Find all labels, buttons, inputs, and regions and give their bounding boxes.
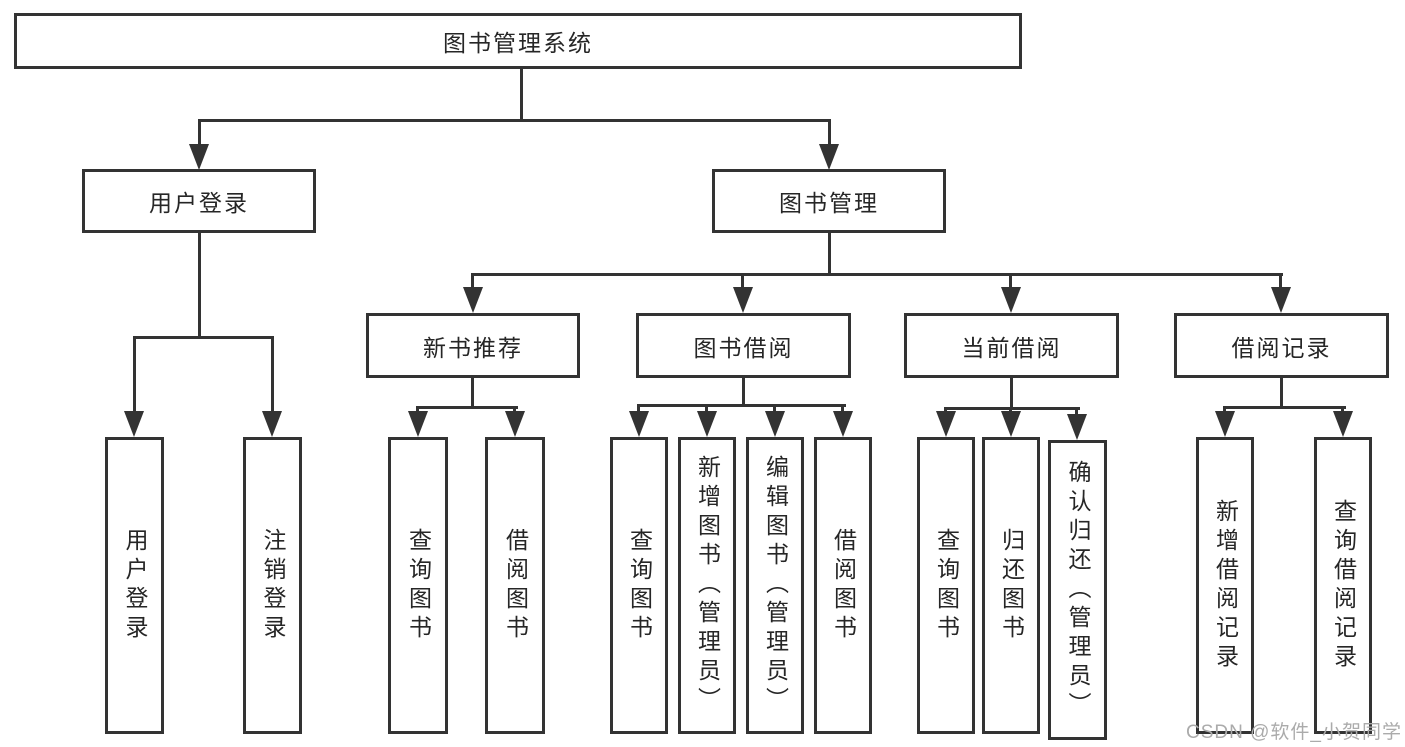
arrowhead-down-icon — [733, 287, 753, 313]
leaf-label: 借阅图书 — [502, 527, 529, 644]
connector-root-stem — [520, 69, 523, 122]
connector-ul-leaf2-stem — [271, 336, 274, 414]
leaf-label: 查询借阅记录 — [1330, 498, 1357, 673]
arrowhead-down-icon — [697, 411, 717, 437]
leaf-logout: 注销登录 — [243, 437, 302, 734]
leaf-br-query-record: 查询借阅记录 — [1314, 437, 1372, 734]
connector-br-down — [1280, 378, 1283, 409]
connector-cb-down — [1010, 378, 1013, 410]
arrowhead-down-icon — [1333, 411, 1353, 437]
leaf-label: 用户登录 — [122, 527, 148, 644]
connector-bb-down — [742, 378, 745, 407]
leaf-bb-query-book: 查询图书 — [610, 437, 668, 734]
node-label: 借阅记录 — [1231, 334, 1332, 361]
leaf-label: 确认归还（管理员） — [1065, 459, 1091, 721]
connector-l3-stem-3 — [1009, 273, 1012, 291]
leaf-label: 注销登录 — [260, 527, 286, 644]
node-user-login: 用户登录 — [82, 169, 316, 233]
leaf-cb-return-book: 归还图书 — [982, 437, 1040, 734]
connector-book-mgmt-stem — [828, 119, 831, 149]
arrowhead-down-icon — [629, 411, 649, 437]
connector-book-mgmt-down — [828, 233, 831, 276]
leaf-label: 查询图书 — [626, 527, 653, 644]
leaf-label: 新增借阅记录 — [1212, 498, 1239, 673]
connector-level3-hline — [471, 273, 1283, 276]
connector-ul-leaf1-stem — [133, 336, 136, 414]
node-label: 图书管理 — [779, 190, 879, 216]
connector-user-login-stem — [198, 119, 201, 149]
arrowhead-down-icon — [262, 411, 282, 437]
arrowhead-down-icon — [505, 411, 525, 437]
connector-bb-leaf3-stem — [773, 404, 776, 414]
csdn-watermark: CSDN @软件_小贺同学 — [1186, 722, 1402, 743]
leaf-nr-query-book: 查询图书 — [388, 437, 448, 734]
leaf-user-login: 用户登录 — [105, 437, 164, 734]
arrowhead-down-icon — [1215, 411, 1235, 437]
leaf-label: 查询图书 — [933, 527, 960, 644]
node-root: 图书管理系统 — [14, 13, 1022, 69]
connector-cb-hline — [944, 407, 1080, 410]
leaf-label: 借阅图书 — [830, 527, 857, 644]
node-borrow-records: 借阅记录 — [1174, 313, 1389, 378]
connector-nr-down — [471, 378, 474, 409]
arrowhead-down-icon — [1001, 411, 1021, 437]
leaf-br-add-record: 新增借阅记录 — [1196, 437, 1254, 734]
arrowhead-down-icon — [936, 411, 956, 437]
leaf-label: 查询图书 — [405, 527, 432, 644]
connector-nr-hline — [416, 406, 518, 409]
arrowhead-down-icon — [1067, 414, 1087, 440]
arrowhead-down-icon — [189, 144, 209, 170]
connector-l3-stem-1 — [471, 273, 474, 291]
leaf-bb-edit-book-admin: 编辑图书（管理员） — [746, 437, 804, 734]
arrowhead-down-icon — [1271, 287, 1291, 313]
node-new-book-recommend: 新书推荐 — [366, 313, 580, 378]
connector-user-login-hline — [133, 336, 274, 339]
node-current-borrow: 当前借阅 — [904, 313, 1119, 378]
leaf-nr-borrow-book: 借阅图书 — [485, 437, 545, 734]
connector-l3-stem-4 — [1279, 273, 1282, 291]
connector-l3-stem-2 — [741, 273, 744, 291]
leaf-label: 编辑图书（管理员） — [762, 455, 789, 716]
arrowhead-down-icon — [1001, 287, 1021, 313]
node-book-management: 图书管理 — [712, 169, 946, 233]
leaf-bb-add-book-admin: 新增图书（管理员） — [678, 437, 736, 734]
arrowhead-down-icon — [124, 411, 144, 437]
connector-bb-leaf1-stem — [637, 404, 640, 414]
connector-bb-leaf4-stem — [841, 404, 844, 414]
leaf-cb-query-book: 查询图书 — [917, 437, 975, 734]
connector-level2-hline — [198, 119, 831, 122]
arrowhead-down-icon — [833, 411, 853, 437]
arrowhead-down-icon — [463, 287, 483, 313]
leaf-cb-confirm-return-admin: 确认归还（管理员） — [1048, 440, 1107, 740]
connector-cb-leaf3-stem — [1075, 407, 1078, 416]
node-label: 图书借阅 — [693, 334, 794, 361]
arrowhead-down-icon — [765, 411, 785, 437]
arrowhead-down-icon — [819, 144, 839, 170]
node-label: 用户登录 — [149, 190, 249, 216]
connector-bb-leaf2-stem — [705, 404, 708, 414]
node-book-borrow: 图书借阅 — [636, 313, 851, 378]
arrowhead-down-icon — [408, 411, 428, 437]
connector-br-hline — [1223, 406, 1346, 409]
node-label: 图书管理系统 — [443, 30, 593, 56]
leaf-label: 新增图书（管理员） — [694, 455, 721, 716]
leaf-label: 归还图书 — [998, 527, 1025, 644]
leaf-bb-borrow-book: 借阅图书 — [814, 437, 872, 734]
connector-bb-hline — [637, 404, 846, 407]
connector-user-login-down — [198, 233, 201, 339]
node-label: 当前借阅 — [961, 334, 1062, 361]
node-label: 新书推荐 — [423, 334, 523, 361]
